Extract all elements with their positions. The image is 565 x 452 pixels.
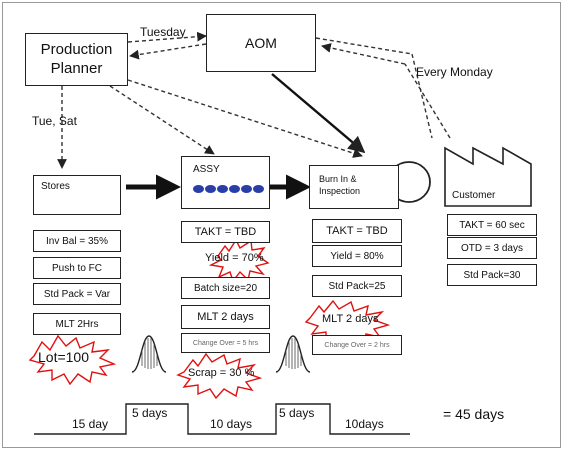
timeline-total: = 45 days bbox=[443, 406, 505, 422]
assy-changeover-text: Change Over = 5 hrs bbox=[192, 339, 259, 347]
aom-customer-link bbox=[315, 37, 451, 139]
aom-box: AOM bbox=[206, 14, 316, 72]
assy-mlt-text: MLT 2 days bbox=[197, 311, 254, 323]
starburst-mlt bbox=[304, 299, 391, 347]
burnin-takt-text: TAKT = TBD bbox=[326, 225, 388, 237]
assy-title: ASSY bbox=[193, 164, 220, 175]
burnin-title: Burn In & Inspection bbox=[319, 174, 361, 196]
stores-inv-bal-text: Inv Bal = 35% bbox=[46, 235, 108, 247]
burnin-std-pack: Std Pack=25 bbox=[312, 275, 402, 297]
timeline-segment-1: 15 day bbox=[72, 417, 109, 431]
stores-inv-bal: Inv Bal = 35% bbox=[33, 230, 121, 252]
variation-curve-1-hatch bbox=[141, 338, 158, 369]
aom-label: AOM bbox=[245, 35, 277, 51]
assy-batch-size: Batch size=20 bbox=[181, 277, 270, 299]
inventory-dot bbox=[217, 185, 228, 193]
customer-otd: OTD = 3 days bbox=[447, 237, 537, 259]
assy-changeover: Change Over = 5 hrs bbox=[181, 333, 270, 353]
every-monday-label: Every Monday bbox=[416, 65, 493, 79]
customer-takt: TAKT = 60 sec bbox=[447, 214, 537, 236]
timeline-segment-4: 5 days bbox=[279, 406, 315, 420]
inventory-dot bbox=[229, 185, 240, 193]
variation-curve-1 bbox=[131, 335, 167, 373]
tuesday-label: Tuesday bbox=[140, 25, 186, 39]
production-planner-box: Production Planner bbox=[25, 33, 128, 86]
planner-aom-link bbox=[127, 31, 207, 60]
stores-title: Stores bbox=[41, 181, 70, 192]
timeline-segment-3: 10 days bbox=[210, 417, 253, 431]
production-planner-label: Production Planner bbox=[40, 40, 113, 77]
aom-burnin-arrow bbox=[271, 73, 366, 154]
planner-assy-arrow bbox=[109, 85, 215, 155]
customer-title: Customer bbox=[452, 190, 496, 201]
planner-burnin-arrow bbox=[127, 79, 363, 158]
burnin-takt: TAKT = TBD bbox=[312, 219, 402, 243]
inventory-dot bbox=[193, 185, 204, 193]
assy-scrap: Scrap = 30 % bbox=[188, 367, 255, 379]
stores-mlt-text: MLT 2Hrs bbox=[55, 318, 99, 330]
burnin-changeover: Change Over = 2 hrs bbox=[312, 335, 402, 355]
tue-sat-label: Tue, Sat bbox=[32, 114, 77, 128]
variation-curve-2-hatch bbox=[285, 338, 302, 369]
inventory-dot bbox=[205, 185, 216, 193]
starburst-yield bbox=[208, 238, 270, 283]
timeline-segment-2: 5 days bbox=[132, 406, 168, 420]
assy-mlt: MLT 2 days bbox=[181, 305, 270, 329]
stores-push: Push to FC bbox=[33, 257, 121, 279]
customer-otd-text: OTD = 3 days bbox=[461, 242, 523, 254]
diagram-frame bbox=[2, 2, 561, 448]
lead-time-ladder bbox=[34, 403, 410, 435]
stores-box: Stores bbox=[33, 175, 121, 215]
customer-factory-icon bbox=[444, 146, 532, 207]
burnin-yield: Yield = 80% bbox=[312, 245, 402, 267]
burnin-box: Burn In & Inspection bbox=[309, 165, 399, 209]
stores-lot: Lot=100 bbox=[38, 349, 89, 365]
stores-push-text: Push to FC bbox=[51, 262, 103, 274]
inventory-dot bbox=[241, 185, 252, 193]
burnin-mlt: MLT 2 days bbox=[322, 313, 379, 325]
assy-box: ASSY bbox=[181, 156, 270, 209]
timeline-segment-5: 10days bbox=[345, 417, 384, 431]
customer-takt-text: TAKT = 60 sec bbox=[459, 219, 525, 231]
assy-takt: TAKT = TBD bbox=[181, 221, 270, 243]
assy-takt-text: TAKT = TBD bbox=[194, 226, 257, 238]
stores-std-pack: Std Pack = Var bbox=[33, 283, 121, 305]
starburst-lot bbox=[28, 334, 117, 386]
variation-curve-2 bbox=[275, 335, 311, 373]
starburst-scrap bbox=[176, 352, 263, 400]
assy-yield: Yield = 70% bbox=[205, 252, 264, 264]
burnin-yield-text: Yield = 80% bbox=[330, 250, 384, 262]
burnin-std-pack-text: Std Pack=25 bbox=[328, 280, 386, 292]
burnin-changeover-text: Change Over = 2 hrs bbox=[324, 341, 390, 349]
stores-std-pack-text: Std Pack = Var bbox=[43, 288, 111, 300]
assy-batch-size-text: Batch size=20 bbox=[193, 282, 258, 294]
inventory-dot bbox=[253, 185, 264, 193]
stores-mlt: MLT 2Hrs bbox=[33, 313, 121, 335]
customer-std-pack-text: Std Pack=30 bbox=[463, 269, 521, 281]
customer-std-pack: Std Pack=30 bbox=[447, 264, 537, 286]
